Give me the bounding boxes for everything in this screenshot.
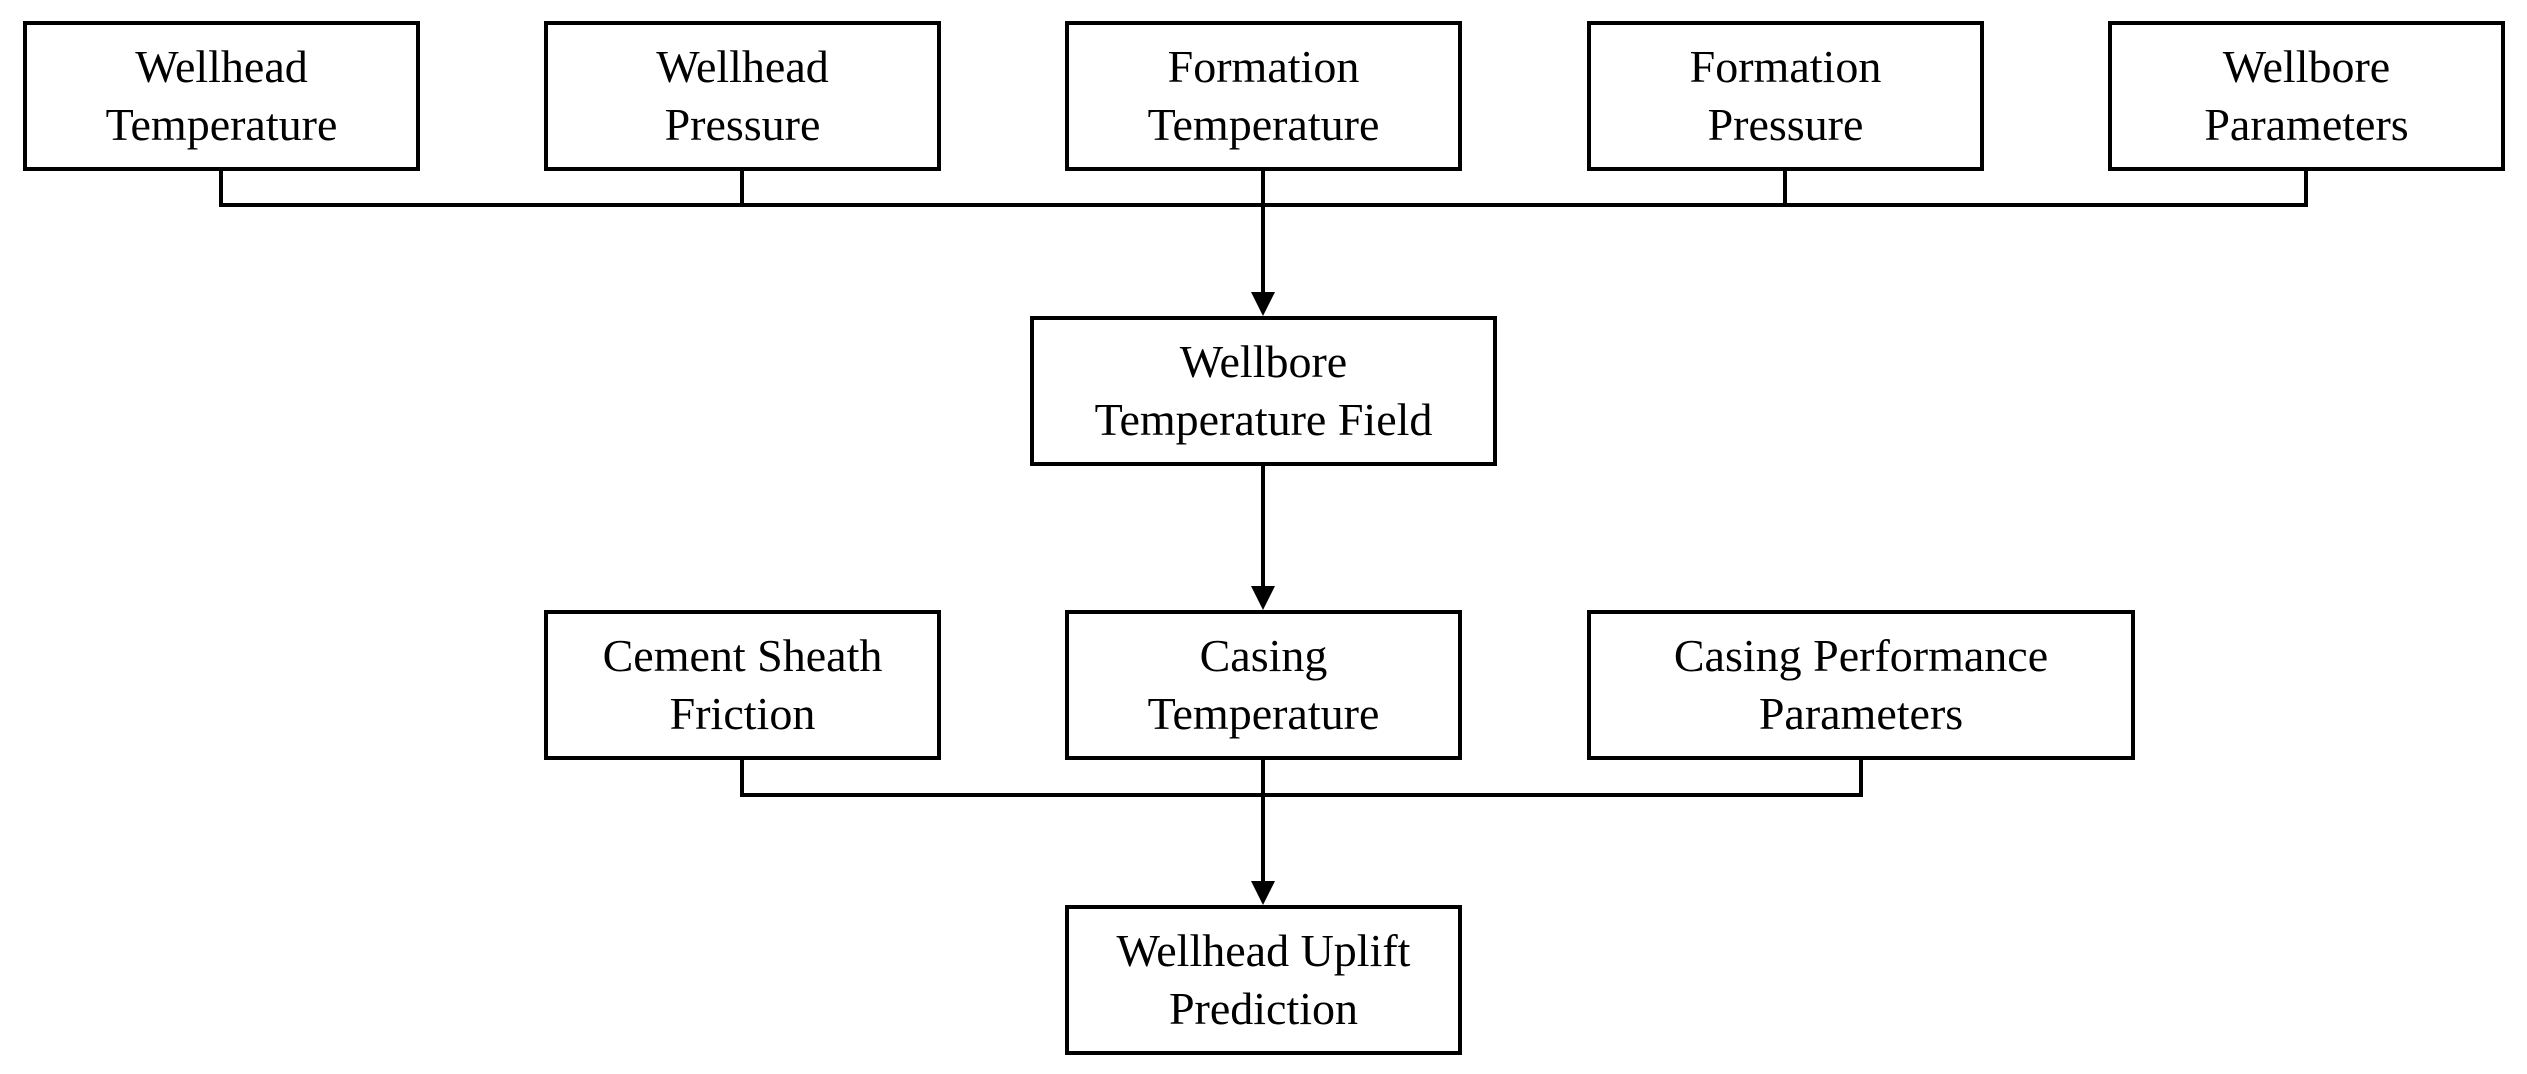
- node-casing-temperature: Casing Temperature: [1065, 610, 1462, 760]
- node-formation-temperature: Formation Temperature: [1065, 21, 1462, 171]
- node-label-line2: Temperature Field: [1094, 394, 1433, 445]
- node-label-line1: Formation: [1167, 41, 1360, 92]
- node-label-line1: Wellbore: [2222, 41, 2391, 92]
- node-wellhead-uplift-prediction: Wellhead Uplift Prediction: [1065, 905, 1462, 1055]
- node-label-line2: Parameters: [1758, 688, 1964, 739]
- node-label-line1: Casing: [1199, 630, 1328, 681]
- node-label-line2: Friction: [669, 688, 816, 739]
- arrowhead-to-wellhead-uplift-prediction: [1251, 881, 1275, 905]
- node-wellhead-temperature: Wellhead Temperature: [23, 21, 420, 171]
- node-label-line1: Wellhead: [135, 41, 308, 92]
- node-label-line1: Wellbore: [1179, 336, 1348, 387]
- node-label-line2: Temperature: [105, 99, 338, 150]
- node-formation-pressure: Formation Pressure: [1587, 21, 1984, 171]
- node-label-line1: Cement Sheath: [602, 630, 883, 681]
- arrowhead-to-casing-temperature: [1251, 586, 1275, 610]
- node-wellhead-pressure: Wellhead Pressure: [544, 21, 941, 171]
- node-label-line2: Pressure: [1707, 99, 1864, 150]
- node-label-line1: Wellhead Uplift: [1116, 925, 1411, 976]
- node-casing-performance-parameters: Casing Performance Parameters: [1587, 610, 2135, 760]
- node-label-line2: Temperature: [1147, 688, 1380, 739]
- node-wellbore-parameters: Wellbore Parameters: [2108, 21, 2505, 171]
- node-label-line2: Temperature: [1147, 99, 1380, 150]
- node-label-line1: Formation: [1689, 41, 1882, 92]
- arrowhead-to-wellbore-temperature-field: [1251, 292, 1275, 316]
- node-label-line1: Wellhead: [656, 41, 829, 92]
- node-wellbore-temperature-field: Wellbore Temperature Field: [1030, 316, 1497, 466]
- node-label-line2: Pressure: [664, 99, 821, 150]
- node-cement-sheath-friction: Cement Sheath Friction: [544, 610, 941, 760]
- node-label-line1: Casing Performance: [1673, 630, 2049, 681]
- node-label-line2: Prediction: [1168, 983, 1359, 1034]
- node-label-line2: Parameters: [2204, 99, 2409, 150]
